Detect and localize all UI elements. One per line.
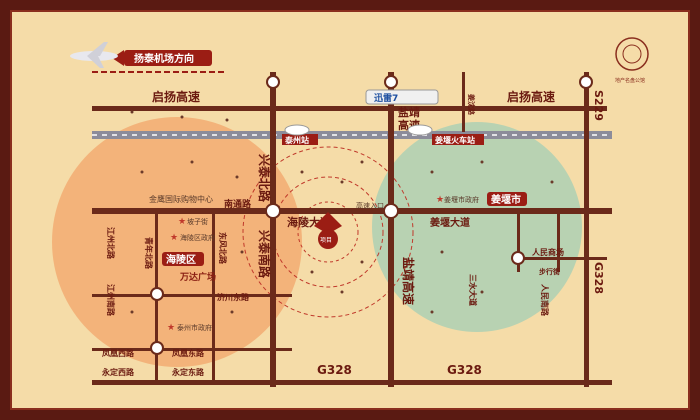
fengcheng-east-label: 凤凰东路 bbox=[172, 348, 205, 358]
renmin-mall-label: 人民商场 bbox=[532, 247, 564, 257]
jinfeng-mall-label: 金鹰国际购物中心 bbox=[149, 194, 213, 204]
jiangyan-district-label: 姜堰市 bbox=[491, 193, 521, 206]
hailing-gov-label: 海陵区政府 bbox=[180, 233, 215, 242]
g328-right-label: G328 bbox=[592, 262, 605, 294]
xingtai-road bbox=[270, 72, 276, 387]
buxing-label: 步行街 bbox=[539, 267, 560, 276]
nantong-label: 南通路 bbox=[224, 198, 252, 210]
airport-label: 扬泰机场方向 bbox=[134, 52, 194, 65]
hailing-avenue bbox=[92, 208, 612, 214]
brand-badge bbox=[365, 89, 439, 105]
dongfeng-north-label: 东风北路 bbox=[218, 232, 228, 265]
jiangyan-gov-label: 姜堰市政府 bbox=[444, 195, 479, 204]
renmin-south-label: 人民南路 bbox=[540, 284, 550, 317]
fengcheng-west-label: 凤凰西路 bbox=[102, 348, 135, 358]
jiangyan-ave-label: 姜堰大道 bbox=[430, 216, 470, 229]
g328-road bbox=[92, 380, 612, 385]
hailing-district-label: 海陵区 bbox=[166, 253, 196, 266]
svg-text:★: ★ bbox=[436, 195, 444, 205]
gaoshu-exit-label: 高速入口 bbox=[356, 201, 384, 210]
sanshui-label: 三水大道 bbox=[468, 274, 478, 306]
airport-arrow bbox=[112, 50, 124, 66]
qiyang-right-label: 启扬高速 bbox=[507, 89, 555, 104]
xingtai-south-label: 兴泰南路 bbox=[257, 230, 272, 279]
yanjing-top-label: 盐靖 bbox=[398, 105, 420, 119]
g328-bottom-label2: G328 bbox=[447, 363, 482, 377]
project-label: 项目 bbox=[320, 237, 332, 244]
svg-text:★: ★ bbox=[167, 323, 175, 333]
g328-bottom-label1: G328 bbox=[317, 363, 352, 377]
qingnian-north-label: 青年北路 bbox=[144, 237, 154, 270]
xingtai-north-label: 兴泰北路 bbox=[257, 154, 272, 203]
hailing-zone bbox=[52, 117, 302, 367]
yongding-east-label: 永定东路 bbox=[171, 367, 205, 377]
jiangyan-zone bbox=[372, 122, 582, 332]
s229-label: S229 bbox=[592, 90, 605, 121]
svg-text:★: ★ bbox=[170, 233, 178, 243]
jiangyan-station-label: 姜堰火车站 bbox=[435, 135, 475, 145]
meiyuan-label: 姜沈路 bbox=[467, 94, 476, 116]
jiangzhou-south-label: 江州南路 bbox=[106, 284, 116, 317]
yanjing-expressway bbox=[388, 72, 394, 387]
project-logo-icon bbox=[615, 37, 649, 71]
logo-caption: 地产名盘公馆 bbox=[615, 77, 645, 84]
qiyang-expressway bbox=[92, 106, 607, 111]
brand-text: 迅雷7 bbox=[374, 92, 398, 104]
taizhou-station-label: 泰州站 bbox=[284, 135, 309, 145]
project-marker[interactable] bbox=[314, 212, 342, 249]
jichuan-east-label: 济川东路 bbox=[217, 292, 250, 302]
airplane-icon bbox=[70, 42, 118, 68]
yanjing-bottom-label: 盐靖高速 bbox=[401, 257, 416, 305]
svg-text:★: ★ bbox=[178, 217, 186, 227]
qiyang-left-label: 启扬高速 bbox=[152, 89, 200, 104]
wanda-label: 万达广场 bbox=[179, 271, 216, 283]
taizhou-gov-label: 泰州市政府 bbox=[177, 323, 212, 332]
zhizijie-label: 坡子街 bbox=[187, 217, 208, 226]
jiangzhou-north-label: 江州北路 bbox=[106, 227, 116, 260]
yongding-west-label: 永定西路 bbox=[101, 367, 135, 377]
location-map: 扬泰机场方向 地产名盘公馆 迅雷7 启扬高速 启扬高速 盐靖 高速 盐靖高速 S… bbox=[10, 10, 690, 410]
map-canvas: 扬泰机场方向 地产名盘公馆 迅雷7 启扬高速 启扬高速 盐靖 高速 盐靖高速 S… bbox=[52, 37, 649, 387]
